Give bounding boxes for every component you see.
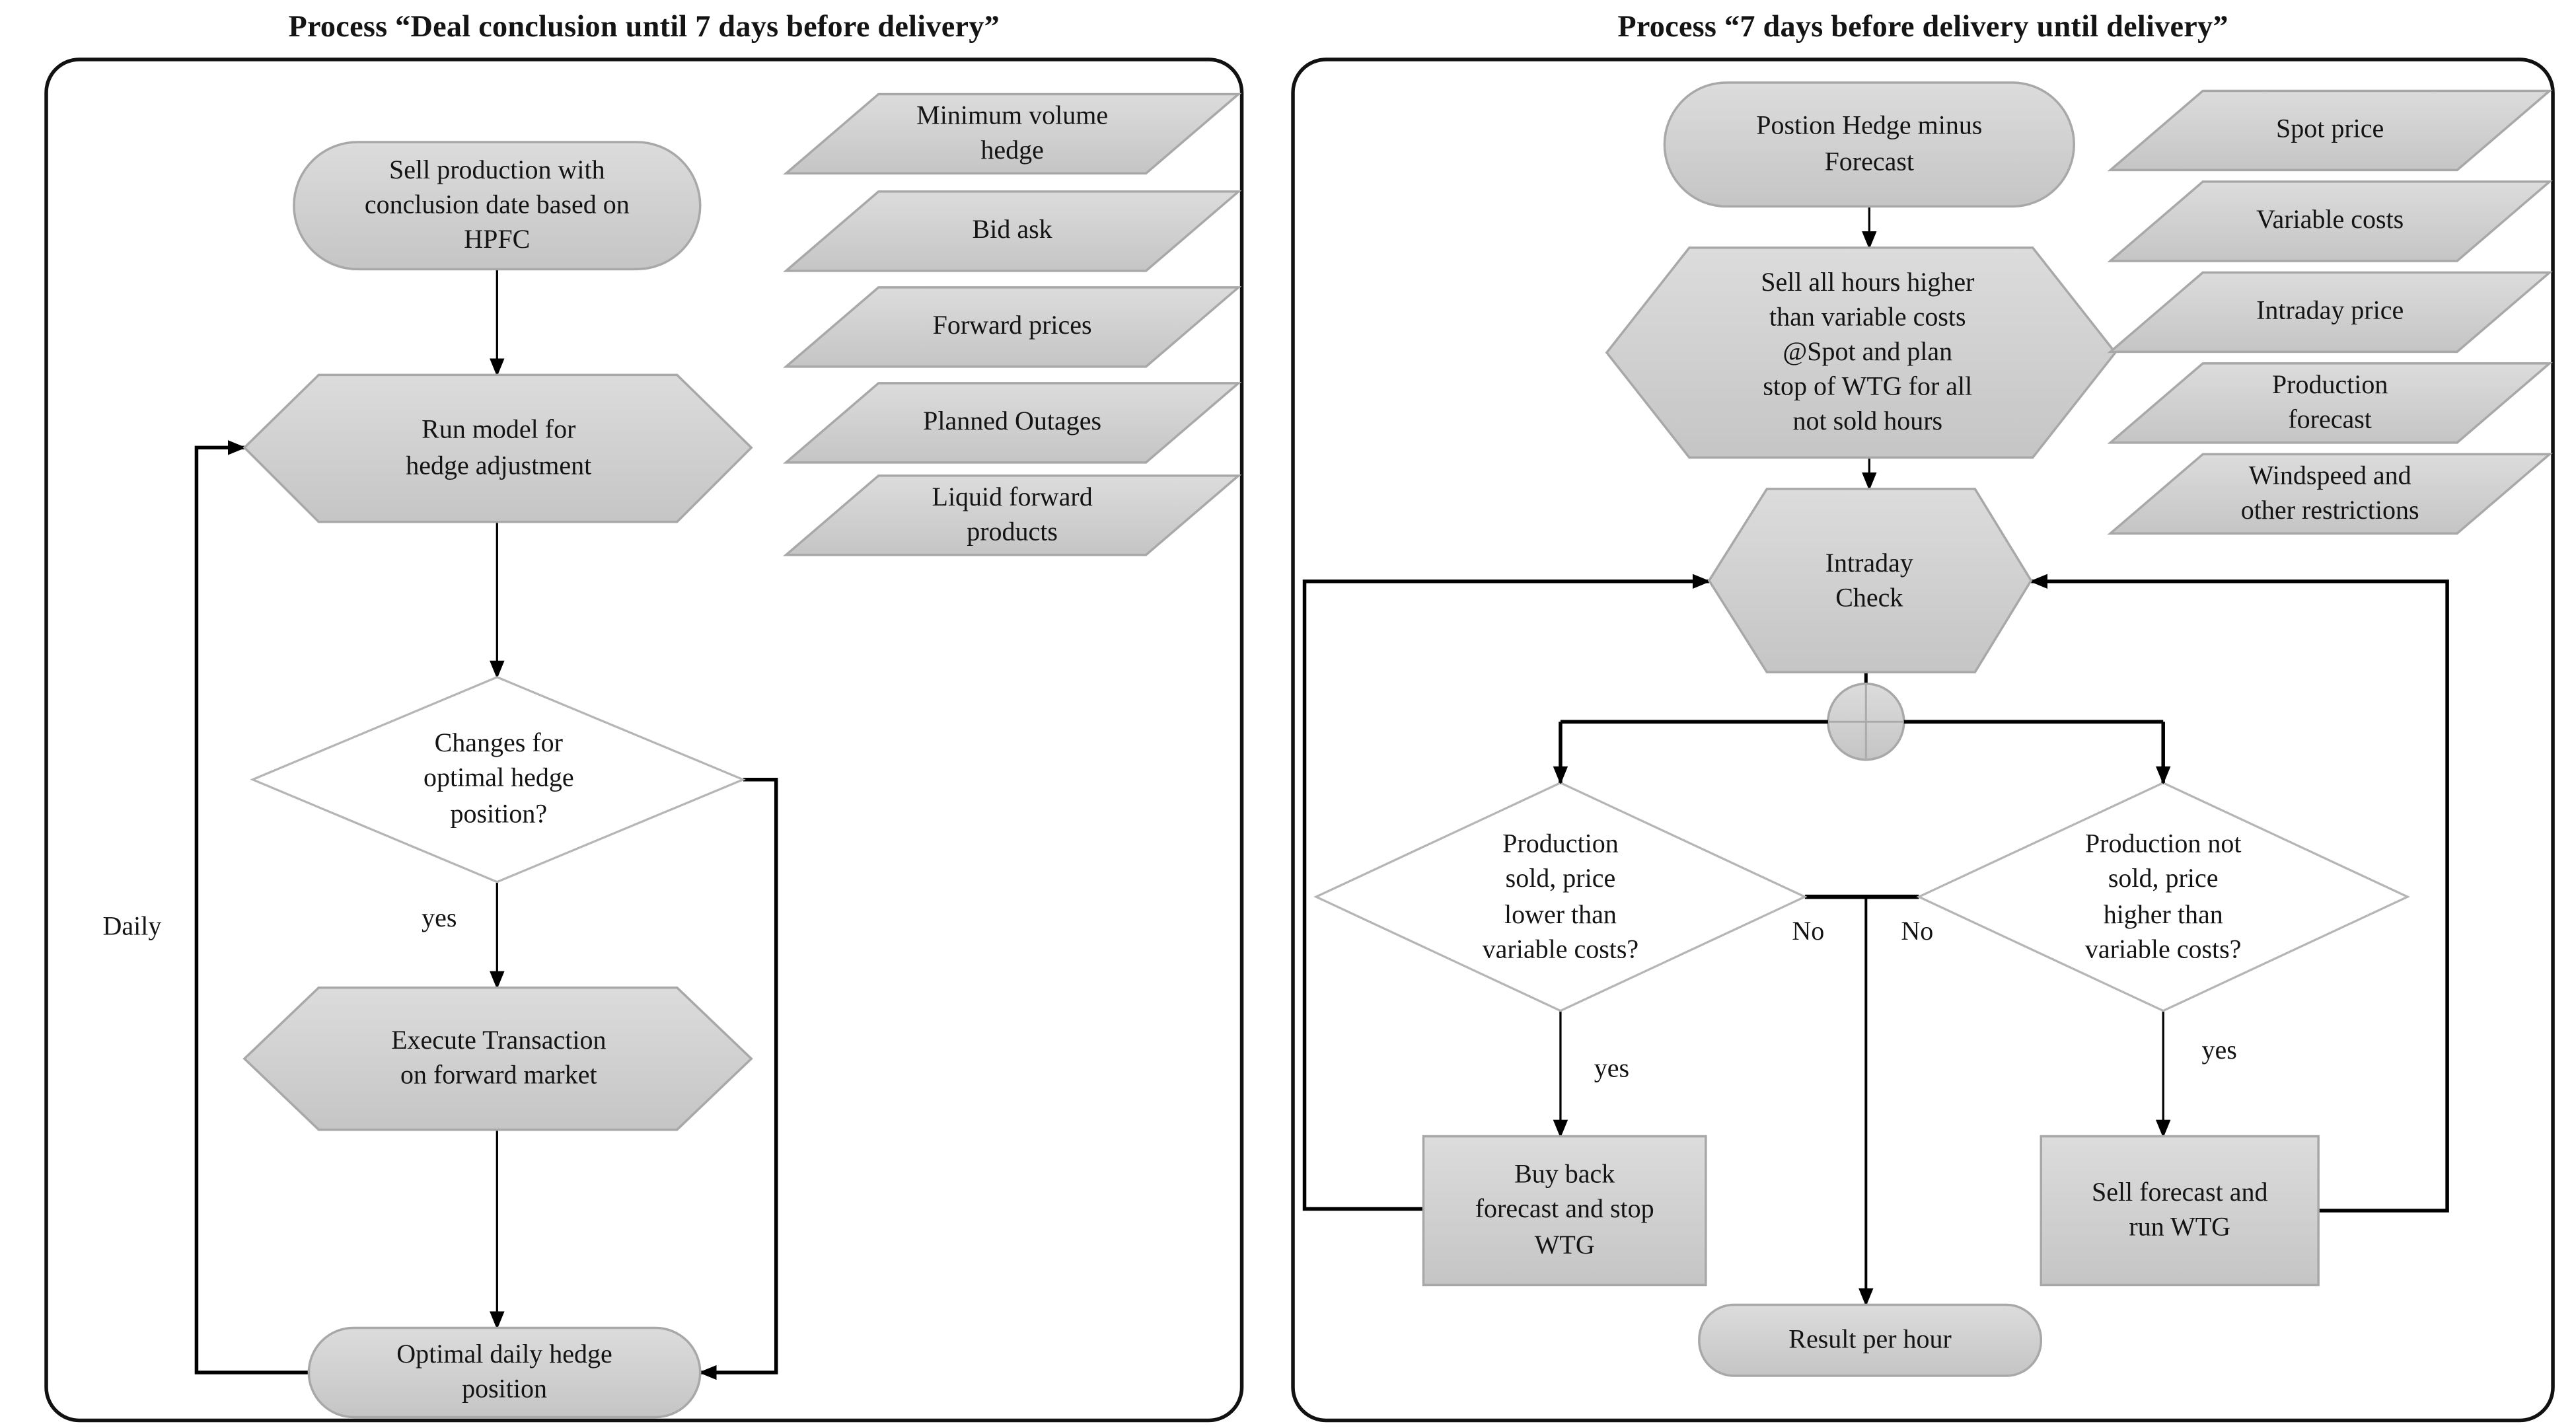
input-variable-costs-label: Variable costs (2256, 207, 2404, 236)
buy-back-label: Buy back forecast and stop WTG (1475, 1161, 1654, 1259)
sell-forecast-label: Sell forecast and run WTG (2091, 1179, 2268, 1242)
production-sold-diamond (1313, 781, 1808, 1012)
input-minimum-volume-hedge (782, 93, 1242, 175)
input-windspeed-restrictions-label: Windspeed and other restrictions (2240, 462, 2419, 525)
right-panel-frame (1291, 57, 2555, 1423)
junction-branch-lines (1553, 683, 2171, 785)
start-stadium-label: Sell production with conclusion date bas… (364, 157, 630, 255)
production-sold-label: Production sold, price lower than variab… (1482, 831, 1639, 964)
production-not-sold-label: Production not sold, price higher than v… (2084, 831, 2242, 964)
optimal-position-stadium (307, 1326, 702, 1419)
input-intraday-price (2107, 271, 2553, 354)
input-planned-outages-label: Planned Outages (923, 408, 1102, 437)
input-forward-prices-label: Forward prices (932, 313, 1092, 341)
buy-back-loop-connector (1302, 574, 1711, 1211)
execute-transaction-hexagon (242, 986, 753, 1131)
no-label-right: No (1901, 918, 1934, 947)
intraday-check-label: Intraday Check (1825, 550, 1913, 613)
sell-forecast-loop-connector (2029, 574, 2449, 1213)
production-not-sold-diamond (1916, 781, 2410, 1012)
result-per-hour-label: Result per hour (1788, 1326, 1952, 1355)
position-hedge-label: Postion Hedge minus Forecast (1756, 112, 1983, 176)
input-production-forecast-label: Production forecast (2271, 371, 2388, 435)
run-model-label: Run model for hedge adjustment (406, 416, 592, 480)
right-panel-title: Process “7 days before delivery until de… (1617, 11, 2228, 45)
input-minimum-volume-hedge-label: Minimum volume hedge (916, 102, 1109, 165)
run-model-hexagon (242, 373, 753, 523)
result-stadium (1698, 1303, 2042, 1377)
optimal-position-label: Optimal daily hedge position (396, 1341, 612, 1404)
input-spot-price-label: Spot price (2275, 116, 2384, 145)
left-panel-title: Process “Deal conclusion until 7 days be… (288, 11, 1000, 45)
daily-label: Daily (102, 913, 162, 942)
yes-label-right-branch: yes (2201, 1037, 2237, 1066)
input-intraday-price-label: Intraday price (2256, 297, 2404, 326)
sell-all-hours-label: Sell all hours higher than variable cost… (1761, 268, 1975, 437)
left-panel-connectors (194, 269, 778, 1380)
input-windspeed-restrictions (2107, 453, 2553, 535)
intraday-check-hexagon (1707, 488, 2033, 673)
input-variable-costs (2107, 180, 2553, 262)
input-spot-price (2107, 89, 2553, 172)
input-forward-prices (782, 286, 1242, 368)
position-hedge-stadium (1663, 81, 2075, 208)
decision-no-connector (698, 777, 778, 1380)
input-planned-outages (782, 382, 1242, 464)
left-panel-frame (44, 57, 1244, 1423)
yes-label-left-branch: yes (1594, 1055, 1630, 1084)
sell-forecast-rect (2040, 1135, 2320, 1287)
no-label-left: No (1792, 918, 1825, 947)
changes-decision-diamond (250, 675, 746, 883)
input-liquid-forward-products (782, 474, 1242, 556)
input-bid-ask-label: Bid ask (972, 217, 1052, 246)
changes-decision-label: Changes for optimal hedge position? (423, 730, 574, 829)
right-panel-connectors (1302, 206, 2449, 1307)
execute-transaction-label: Execute Transaction on forward market (391, 1027, 607, 1090)
daily-loop-connector (194, 440, 309, 1374)
yes-label-left-panel: yes (422, 905, 457, 934)
start-stadium (293, 141, 702, 271)
buy-back-rect (1422, 1135, 1707, 1287)
input-production-forecast (2107, 362, 2553, 444)
input-liquid-forward-products-label: Liquid forward products (932, 484, 1093, 547)
input-bid-ask (782, 190, 1242, 272)
